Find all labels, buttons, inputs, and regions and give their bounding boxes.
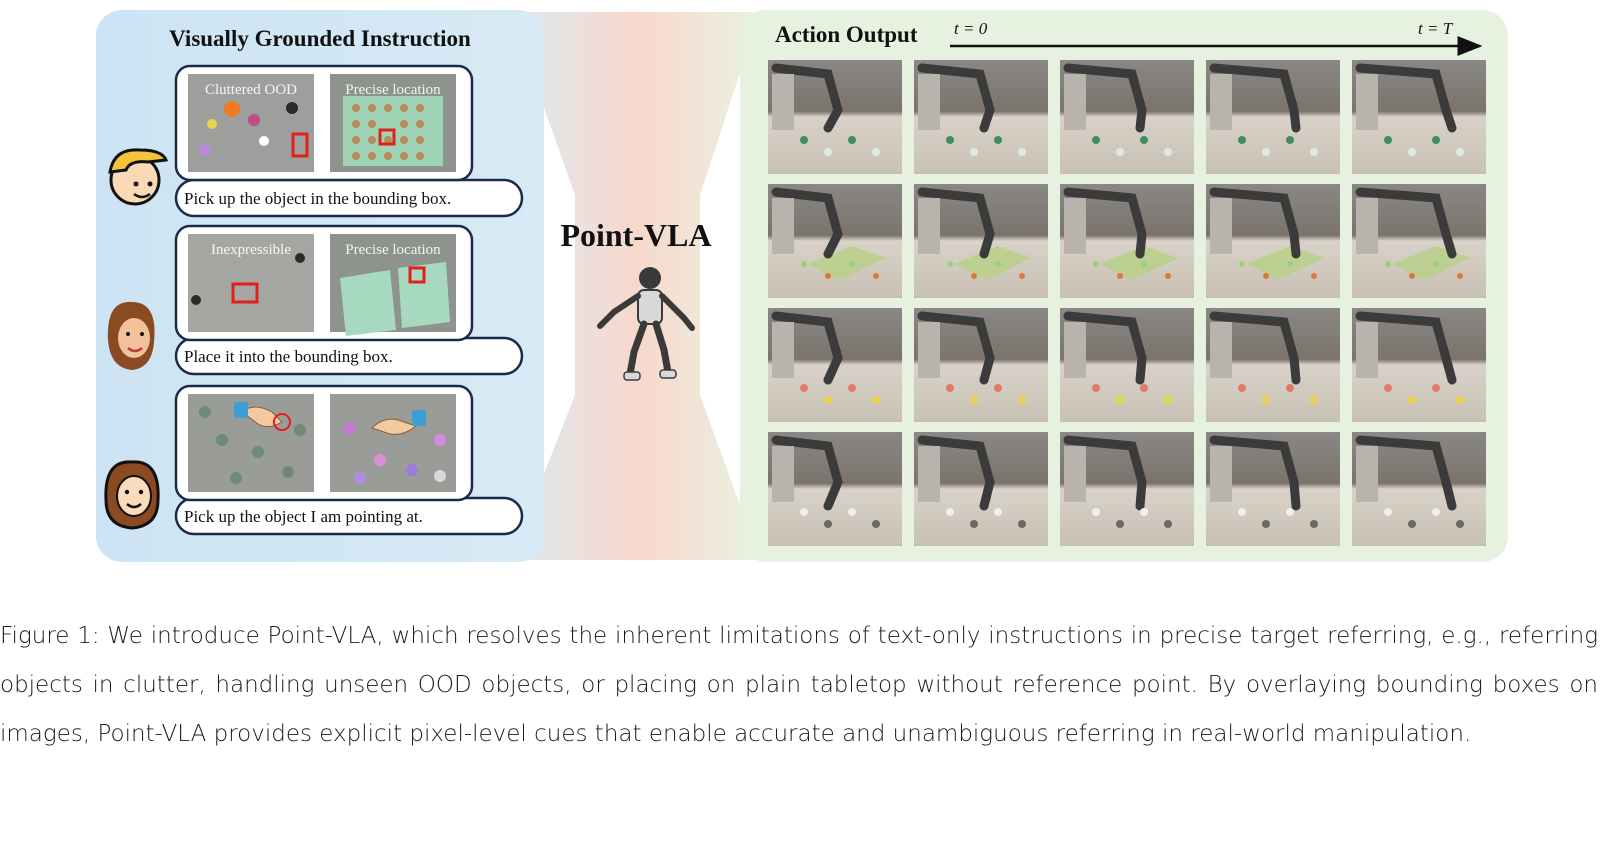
model-name: Point-VLA: [560, 217, 711, 253]
action-frame: [914, 184, 1048, 298]
instruction-text-3: Pick up the object I am pointing at.: [184, 507, 423, 526]
person-avatar-2-icon: [107, 301, 155, 370]
image-precise-location-1: Precise location: [330, 74, 456, 172]
image-inexpressible: Inexpressible: [188, 234, 314, 332]
svg-text:Cluttered OOD: Cluttered OOD: [205, 82, 297, 98]
action-frame: [1206, 432, 1340, 546]
person-avatar-1-icon: [108, 148, 169, 206]
center-model: Point-VLA: [560, 217, 712, 381]
action-frame: [1352, 184, 1486, 298]
action-frame: [768, 184, 902, 298]
action-frame: [914, 308, 1048, 422]
instruction-text-1: Pick up the object in the bounding box.: [184, 189, 451, 208]
right-panel: Action Output t = 0 t = T: [740, 10, 1508, 562]
svg-text:Inexpressible: Inexpressible: [211, 242, 291, 258]
left-panel: Visually Grounded Instruction Cluttered …: [96, 10, 544, 562]
action-frame: [1206, 184, 1340, 298]
action-frame: [1206, 60, 1340, 174]
person-avatar-3-icon: [104, 460, 160, 530]
right-panel-title: Action Output: [775, 22, 918, 47]
action-frame: [1060, 184, 1194, 298]
action-frame: [914, 60, 1048, 174]
image-cluttered-ood: Cluttered OOD: [188, 74, 314, 172]
action-frame: [1060, 308, 1194, 422]
action-frame: [768, 60, 902, 174]
svg-text:Precise location: Precise location: [345, 242, 441, 258]
action-frame: [768, 432, 902, 546]
action-frame: [768, 308, 902, 422]
time-end-label: t = T: [1418, 19, 1454, 38]
svg-text:Precise location: Precise location: [345, 82, 441, 98]
action-frame-grid: [768, 60, 1486, 546]
image-precise-location-2: Precise location: [330, 234, 456, 336]
action-frame: [1352, 432, 1486, 546]
figure-caption: Figure 1: We introduce Point-VLA, which …: [0, 623, 1598, 747]
action-frame: [1352, 60, 1486, 174]
action-frame: [1352, 308, 1486, 422]
image-pointing-2: [330, 394, 456, 492]
left-panel-title: Visually Grounded Instruction: [169, 26, 471, 51]
action-frame: [1206, 308, 1340, 422]
connector-band: [510, 12, 760, 560]
instruction-text-2: Place it into the bounding box.: [184, 347, 393, 366]
action-frame: [1060, 432, 1194, 546]
action-frame: [1060, 60, 1194, 174]
humanoid-robot-icon: [597, 267, 695, 381]
instruction-row-3: Pick up the object I am pointing at.: [174, 384, 524, 536]
figure-1: Visually Grounded Instruction Cluttered …: [96, 10, 1508, 562]
instruction-row-1: Cluttered OOD Precise location Pick up t…: [174, 64, 524, 218]
action-frame: [914, 432, 1048, 546]
time-start-label: t = 0: [954, 19, 988, 38]
image-pointing-1: [188, 394, 314, 492]
instruction-row-2: Inexpressible Precise location Place it …: [174, 224, 524, 376]
